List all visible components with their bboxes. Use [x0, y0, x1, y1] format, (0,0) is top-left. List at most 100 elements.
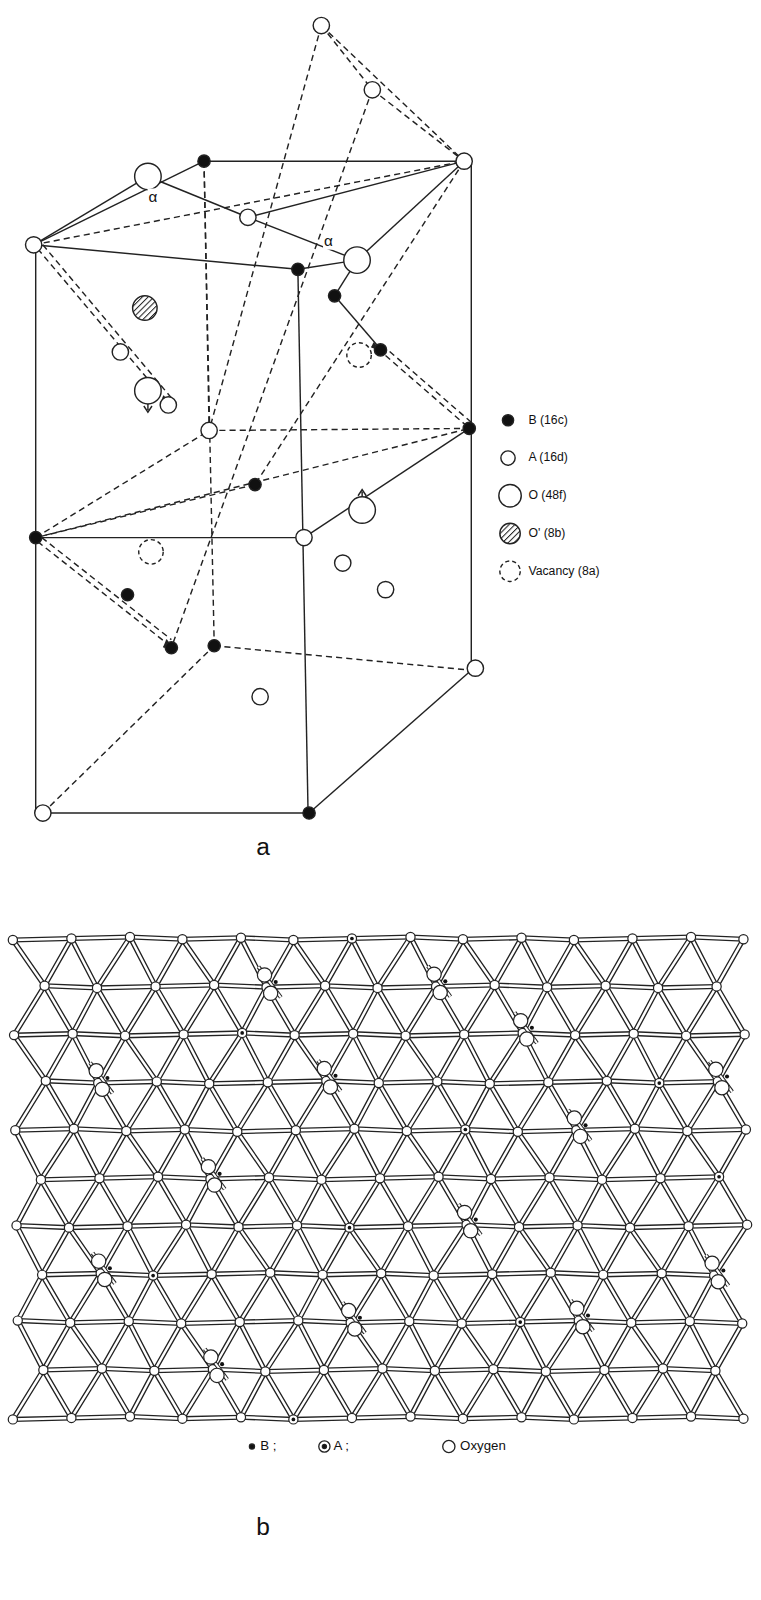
lattice-part: [73, 1034, 125, 1036]
lattice-part: [11, 1126, 20, 1135]
lattice-part: [319, 1365, 328, 1374]
lattice-part: [238, 1227, 270, 1273]
lattice-part: [547, 940, 574, 987]
lattice-part: [214, 985, 242, 1033]
lattice-part: [38, 1270, 47, 1279]
lattice-part: [14, 986, 45, 1035]
lattice-part: [521, 938, 573, 940]
lattice-part: [682, 1031, 691, 1040]
lattice-part: [632, 1416, 691, 1417]
lattice-part: [297, 1225, 349, 1227]
lattice-part: [407, 1082, 438, 1131]
lattice-part: [434, 1276, 462, 1324]
lattice-part: [353, 988, 377, 1034]
lattice-part: [184, 1034, 210, 1083]
lattice-part: [204, 1350, 218, 1364]
lattice-part: [381, 1273, 433, 1275]
lattice-part: [519, 1177, 550, 1226]
lattice-part: [719, 1130, 746, 1177]
lattice-part: [490, 1033, 523, 1084]
angle-label: α: [148, 188, 159, 205]
lattice-part: [632, 1369, 663, 1418]
lattice-part: [130, 1416, 182, 1418]
lattice-part: [439, 1177, 491, 1179]
lattice-part: [601, 981, 610, 990]
lattice-part: [268, 1035, 295, 1082]
lattice-part: [270, 1273, 298, 1321]
lattice-part: [685, 1317, 694, 1326]
legend-sample: [500, 523, 520, 543]
lattice-part: [462, 1324, 494, 1370]
lattice-part: [209, 1033, 242, 1084]
lattice-part: [381, 1226, 408, 1273]
lattice-part: [70, 1273, 101, 1322]
lattice-part: [324, 1370, 352, 1418]
lattice-part: [435, 1369, 494, 1370]
lattice-part: [126, 1131, 158, 1177]
lattice-part: [410, 937, 462, 939]
lattice-part: [520, 1032, 534, 1046]
lattice-part: [125, 986, 156, 1035]
lattice-part: [296, 1129, 355, 1130]
lattice-part: [321, 981, 330, 990]
lattice-part: [266, 1268, 275, 1277]
lattice-part: [719, 1177, 747, 1225]
lattice-part: [492, 1227, 519, 1274]
lattice-part: [490, 1082, 549, 1083]
legend-text: B (16c): [528, 414, 567, 427]
lattice-part: [15, 1130, 41, 1179]
lattice-part: [325, 938, 352, 985]
lattice-part: [321, 1129, 354, 1180]
lattice-part: [518, 1130, 577, 1131]
lattice-part: [658, 937, 691, 988]
lattice-part: [349, 1228, 381, 1274]
lattice-part: [606, 938, 633, 985]
lattice-part: [17, 1225, 69, 1227]
lattice-part: [13, 1316, 22, 1325]
lattice-part: [14, 986, 45, 1035]
lattice-part: [661, 1131, 688, 1178]
lattice-part: [71, 937, 130, 938]
lattice-part: [686, 1034, 745, 1035]
lattice-part: [352, 1416, 411, 1417]
lattice-part: [18, 1275, 42, 1321]
lattice-part: [715, 1324, 742, 1371]
lattice-part: [129, 1276, 153, 1322]
lattice-part: [602, 1178, 661, 1179]
lattice-part: [380, 1177, 439, 1178]
lattice-part: [635, 1083, 659, 1129]
lattice-part: [295, 1034, 354, 1035]
lattice-part: [625, 1223, 634, 1232]
lattice-part: [548, 1035, 575, 1082]
lattice-part: [185, 1130, 237, 1132]
lattice-part: [15, 1130, 41, 1179]
lattice-part: [689, 1225, 748, 1226]
lattice-part: [602, 1076, 611, 1085]
lattice-part: [349, 1029, 358, 1038]
lattice-part: [71, 1369, 102, 1418]
lattice-part: [125, 1036, 157, 1082]
lattice-part: [181, 1274, 212, 1323]
lattice-part: [182, 939, 214, 985]
lattice-part: [295, 986, 326, 1035]
lattice-part: [354, 1083, 378, 1129]
lattice-part: [406, 1034, 465, 1035]
panel-label: a: [256, 833, 270, 860]
lattice-part: [17, 1180, 41, 1226]
lattice-part: [15, 1081, 46, 1130]
lattice-part: [490, 1084, 518, 1132]
lattice-part: [296, 1081, 327, 1130]
lattice-part: [519, 1225, 578, 1226]
lattice-part: [70, 1273, 101, 1322]
lattice-part: [464, 1034, 490, 1083]
lattice-part: [352, 1369, 383, 1418]
lattice-part: [317, 1061, 331, 1075]
lattice-part: [352, 938, 378, 987]
lattice-part: [293, 1418, 352, 1419]
lattice-part: [373, 983, 382, 992]
lattice-part: [156, 985, 215, 986]
lattice-part: [686, 986, 717, 1035]
lattice-part: [462, 1322, 521, 1323]
lattice-part: [407, 1131, 439, 1177]
lattice-part: [348, 1226, 352, 1230]
